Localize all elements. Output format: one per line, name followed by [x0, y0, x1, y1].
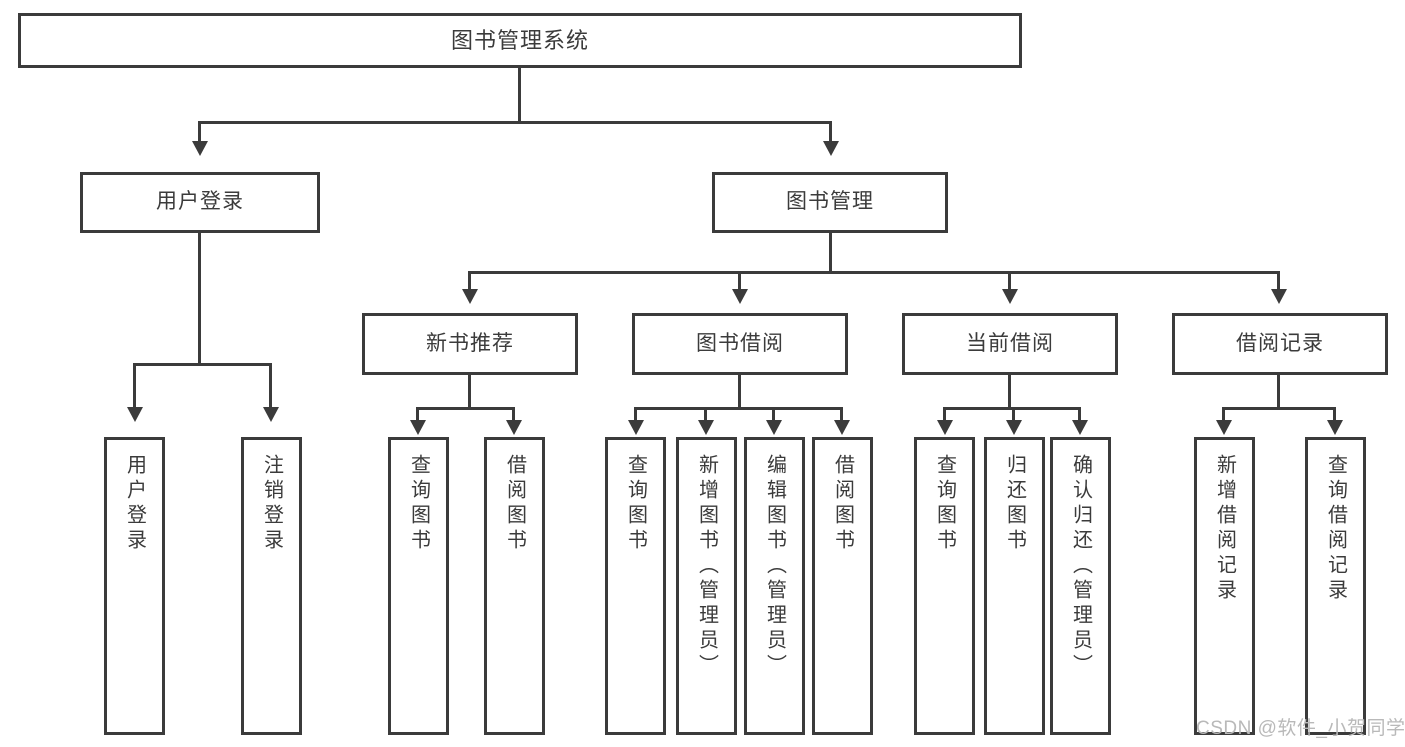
leaf-logout[interactable]: 注销登录 [241, 437, 302, 735]
arrowhead-book-borrow-to-leaf-3 [766, 420, 782, 435]
connector-borrow-record-to-leaf-1 [1222, 407, 1225, 423]
leaf-query-record[interactable]: 查询借阅记录 [1305, 437, 1366, 735]
connector-borrow-record-stem [1277, 375, 1280, 407]
connector-current-borrow-to-leaf-1 [943, 407, 946, 423]
leaf-add-book[interactable]: 新增图书（管理员） [676, 437, 737, 735]
arrowhead-to-new-book-recommend [462, 289, 478, 304]
arrowhead-new-book-recommend-to-leaf-2 [506, 420, 522, 435]
leaf-label: 确认归还（管理员） [1069, 454, 1092, 679]
leaf-edit-book[interactable]: 编辑图书（管理员） [744, 437, 805, 735]
connector-root-to-user-login [198, 121, 201, 147]
connector-new-book-recommend-to-leaf-2 [512, 407, 515, 423]
connector-user-login-bus [133, 363, 272, 366]
arrowhead-book-borrow-to-leaf-4 [834, 420, 850, 435]
leaf-label: 借阅图书 [503, 454, 526, 554]
leaf-return-book[interactable]: 归还图书 [984, 437, 1045, 735]
node-book-manage[interactable]: 图书管理 [712, 172, 948, 233]
leaf-query-book-1[interactable]: 查询图书 [388, 437, 449, 735]
connector-user-login-to-leaf-1 [133, 363, 136, 411]
connector-user-login-stem [198, 233, 201, 363]
node-label: 图书管理 [786, 190, 874, 214]
leaf-user-login[interactable]: 用户登录 [104, 437, 165, 735]
connector-book-borrow-to-leaf-4 [840, 407, 843, 423]
arrowhead-current-borrow-to-leaf-1 [937, 420, 953, 435]
connector-current-borrow-stem [1008, 375, 1011, 407]
connector-root-stem [518, 68, 521, 121]
leaf-query-book-3[interactable]: 查询图书 [914, 437, 975, 735]
connector-new-book-recommend-bus [416, 407, 515, 410]
leaf-borrow-book-1[interactable]: 借阅图书 [484, 437, 545, 735]
connector-new-book-recommend-stem [468, 375, 471, 407]
node-label: 当前借阅 [966, 331, 1054, 355]
node-user-login[interactable]: 用户登录 [80, 172, 320, 233]
node-label: 图书管理系统 [450, 27, 589, 53]
leaf-label: 查询借阅记录 [1324, 454, 1347, 604]
node-new-book-recommend[interactable]: 新书推荐 [362, 313, 578, 375]
connector-current-borrow-to-leaf-3 [1078, 407, 1081, 423]
connector-book-borrow-stem [738, 375, 741, 407]
connector-root-to-book-manage [829, 121, 832, 147]
arrowhead-borrow-record-to-leaf-1 [1216, 420, 1232, 435]
leaf-confirm-return[interactable]: 确认归还（管理员） [1050, 437, 1111, 735]
connector-book-manage-stem [829, 233, 832, 271]
arrowhead-current-borrow-to-leaf-3 [1072, 420, 1088, 435]
connector-to-book-borrow [738, 271, 741, 293]
leaf-label: 查询图书 [407, 454, 430, 554]
connector-book-borrow-bus [634, 407, 842, 410]
arrowhead-root-to-book-manage [823, 141, 839, 156]
connector-to-current-borrow [1008, 271, 1011, 293]
connector-book-borrow-to-leaf-2 [704, 407, 707, 423]
connector-to-borrow-record [1277, 271, 1280, 293]
node-borrow-record[interactable]: 借阅记录 [1172, 313, 1388, 375]
arrowhead-borrow-record-to-leaf-2 [1327, 420, 1343, 435]
arrowhead-to-book-borrow [732, 289, 748, 304]
leaf-label: 借阅图书 [831, 454, 854, 554]
leaf-add-record[interactable]: 新增借阅记录 [1194, 437, 1255, 735]
connector-user-login-to-leaf-2 [269, 363, 272, 411]
node-book-borrow[interactable]: 图书借阅 [632, 313, 848, 375]
node-root-system[interactable]: 图书管理系统 [18, 13, 1022, 68]
arrowhead-root-to-user-login [192, 141, 208, 156]
leaf-label: 用户登录 [123, 454, 146, 554]
csdn-watermark: CSDN @软件_小贺同学 [1196, 718, 1405, 739]
connector-book-manage-bus [468, 271, 1280, 274]
connector-borrow-record-to-leaf-2 [1333, 407, 1336, 423]
leaf-borrow-book-2[interactable]: 借阅图书 [812, 437, 873, 735]
node-label: 用户登录 [156, 190, 244, 214]
connector-borrow-record-bus [1222, 407, 1336, 410]
leaf-label: 查询图书 [933, 454, 956, 554]
connector-book-borrow-to-leaf-1 [634, 407, 637, 423]
arrowhead-to-borrow-record [1271, 289, 1287, 304]
connector-new-book-recommend-to-leaf-1 [416, 407, 419, 423]
arrowhead-to-current-borrow [1002, 289, 1018, 304]
connector-current-borrow-to-leaf-2 [1012, 407, 1015, 423]
arrowhead-book-borrow-to-leaf-2 [698, 420, 714, 435]
node-label: 图书借阅 [696, 331, 784, 355]
arrowhead-user-login-to-leaf-2 [263, 407, 279, 422]
leaf-label: 新增借阅记录 [1213, 454, 1236, 604]
node-current-borrow[interactable]: 当前借阅 [902, 313, 1118, 375]
leaf-label: 新增图书（管理员） [695, 454, 718, 679]
leaf-label: 注销登录 [260, 454, 283, 554]
connector-book-borrow-to-leaf-3 [772, 407, 775, 423]
arrowhead-new-book-recommend-to-leaf-1 [410, 420, 426, 435]
arrowhead-current-borrow-to-leaf-2 [1006, 420, 1022, 435]
leaf-query-book-2[interactable]: 查询图书 [605, 437, 666, 735]
connector-root-bus [198, 121, 832, 124]
connector-to-new-book-recommend [468, 271, 471, 293]
arrowhead-user-login-to-leaf-1 [127, 407, 143, 422]
node-label: 借阅记录 [1236, 331, 1324, 355]
leaf-label: 查询图书 [624, 454, 647, 554]
leaf-label: 归还图书 [1003, 454, 1026, 554]
arrowhead-book-borrow-to-leaf-1 [628, 420, 644, 435]
leaf-label: 编辑图书（管理员） [763, 454, 786, 679]
node-label: 新书推荐 [426, 331, 514, 355]
